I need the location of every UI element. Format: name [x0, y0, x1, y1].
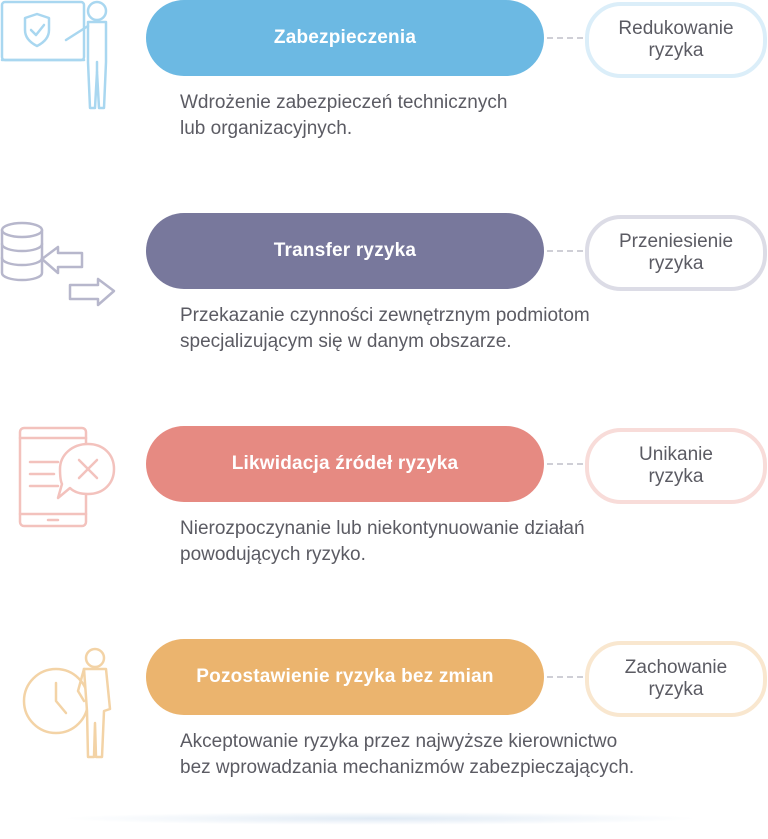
person-clock-icon	[0, 639, 130, 769]
step-4-title: Pozostawienie ryzyka bez zmian	[146, 639, 544, 715]
step-1-result: Redukowanie ryzyka	[585, 2, 767, 78]
step-1-result-line1: Redukowanie	[618, 18, 734, 39]
step-3-connector	[547, 463, 583, 465]
step-2-result-line2: ryzyka	[648, 253, 704, 274]
step-1-desc-line1: Wdrożenie zabezpieczeń technicznych	[180, 92, 508, 113]
bottom-shadow	[60, 812, 700, 825]
step-1-result-line2: ryzyka	[648, 40, 704, 61]
step-2-desc-line1: Przekazanie czynności zewnętrznym podmio…	[180, 305, 590, 326]
step-2-result-line1: Przeniesienie	[618, 231, 734, 252]
step-2: Transfer ryzyka Przeniesienie ryzyka Prz…	[0, 213, 768, 413]
step-1-connector	[547, 37, 583, 39]
step-1-title: Zabezpieczenia	[146, 0, 544, 76]
step-3-description: Nierozpoczynanie lub niekontynuowanie dz…	[180, 516, 740, 568]
step-1-description: Wdrożenie zabezpieczeń technicznych lub …	[180, 90, 740, 142]
step-3-result-line1: Unikanie	[639, 444, 713, 465]
step-2-connector	[547, 250, 583, 252]
step-1-desc-line2: lub organizacyjnych.	[180, 118, 353, 139]
document-cancel-icon	[0, 426, 130, 556]
step-2-result: Przeniesienie ryzyka	[585, 215, 767, 291]
step-3-desc-line1: Nierozpoczynanie lub niekontynuowanie dz…	[180, 518, 585, 539]
step-4-result-line2: ryzyka	[648, 679, 704, 700]
step-3-result-line2: ryzyka	[648, 466, 704, 487]
step-1: Zabezpieczenia Redukowanie ryzyka Wdroże…	[0, 0, 768, 200]
step-4-desc-line1: Akceptowanie ryzyka przez najwyższe kier…	[180, 731, 618, 752]
presentation-shield-icon	[0, 0, 130, 130]
step-4-desc-line2: bez wprowadzania mechanizmów zabezpiecza…	[180, 757, 635, 778]
step-4-description: Akceptowanie ryzyka przez najwyższe kier…	[180, 729, 740, 781]
database-transfer-icon	[0, 213, 130, 343]
step-3-title: Likwidacja źródeł ryzyka	[146, 426, 544, 502]
step-4: Pozostawienie ryzyka bez zmian Zachowani…	[0, 639, 768, 839]
step-3-result: Unikanie ryzyka	[585, 428, 767, 504]
step-3-desc-line2: powodujących ryzyko.	[180, 544, 366, 565]
step-4-result-line1: Zachowanie	[624, 657, 728, 678]
step-4-result: Zachowanie ryzyka	[585, 641, 767, 717]
step-2-description: Przekazanie czynności zewnętrznym podmio…	[180, 303, 740, 355]
step-2-title: Transfer ryzyka	[146, 213, 544, 289]
step-2-desc-line2: specjalizującym się w danym obszarze.	[180, 331, 512, 352]
step-3: Likwidacja źródeł ryzyka Unikanie ryzyka…	[0, 426, 768, 626]
step-4-connector	[547, 676, 583, 678]
